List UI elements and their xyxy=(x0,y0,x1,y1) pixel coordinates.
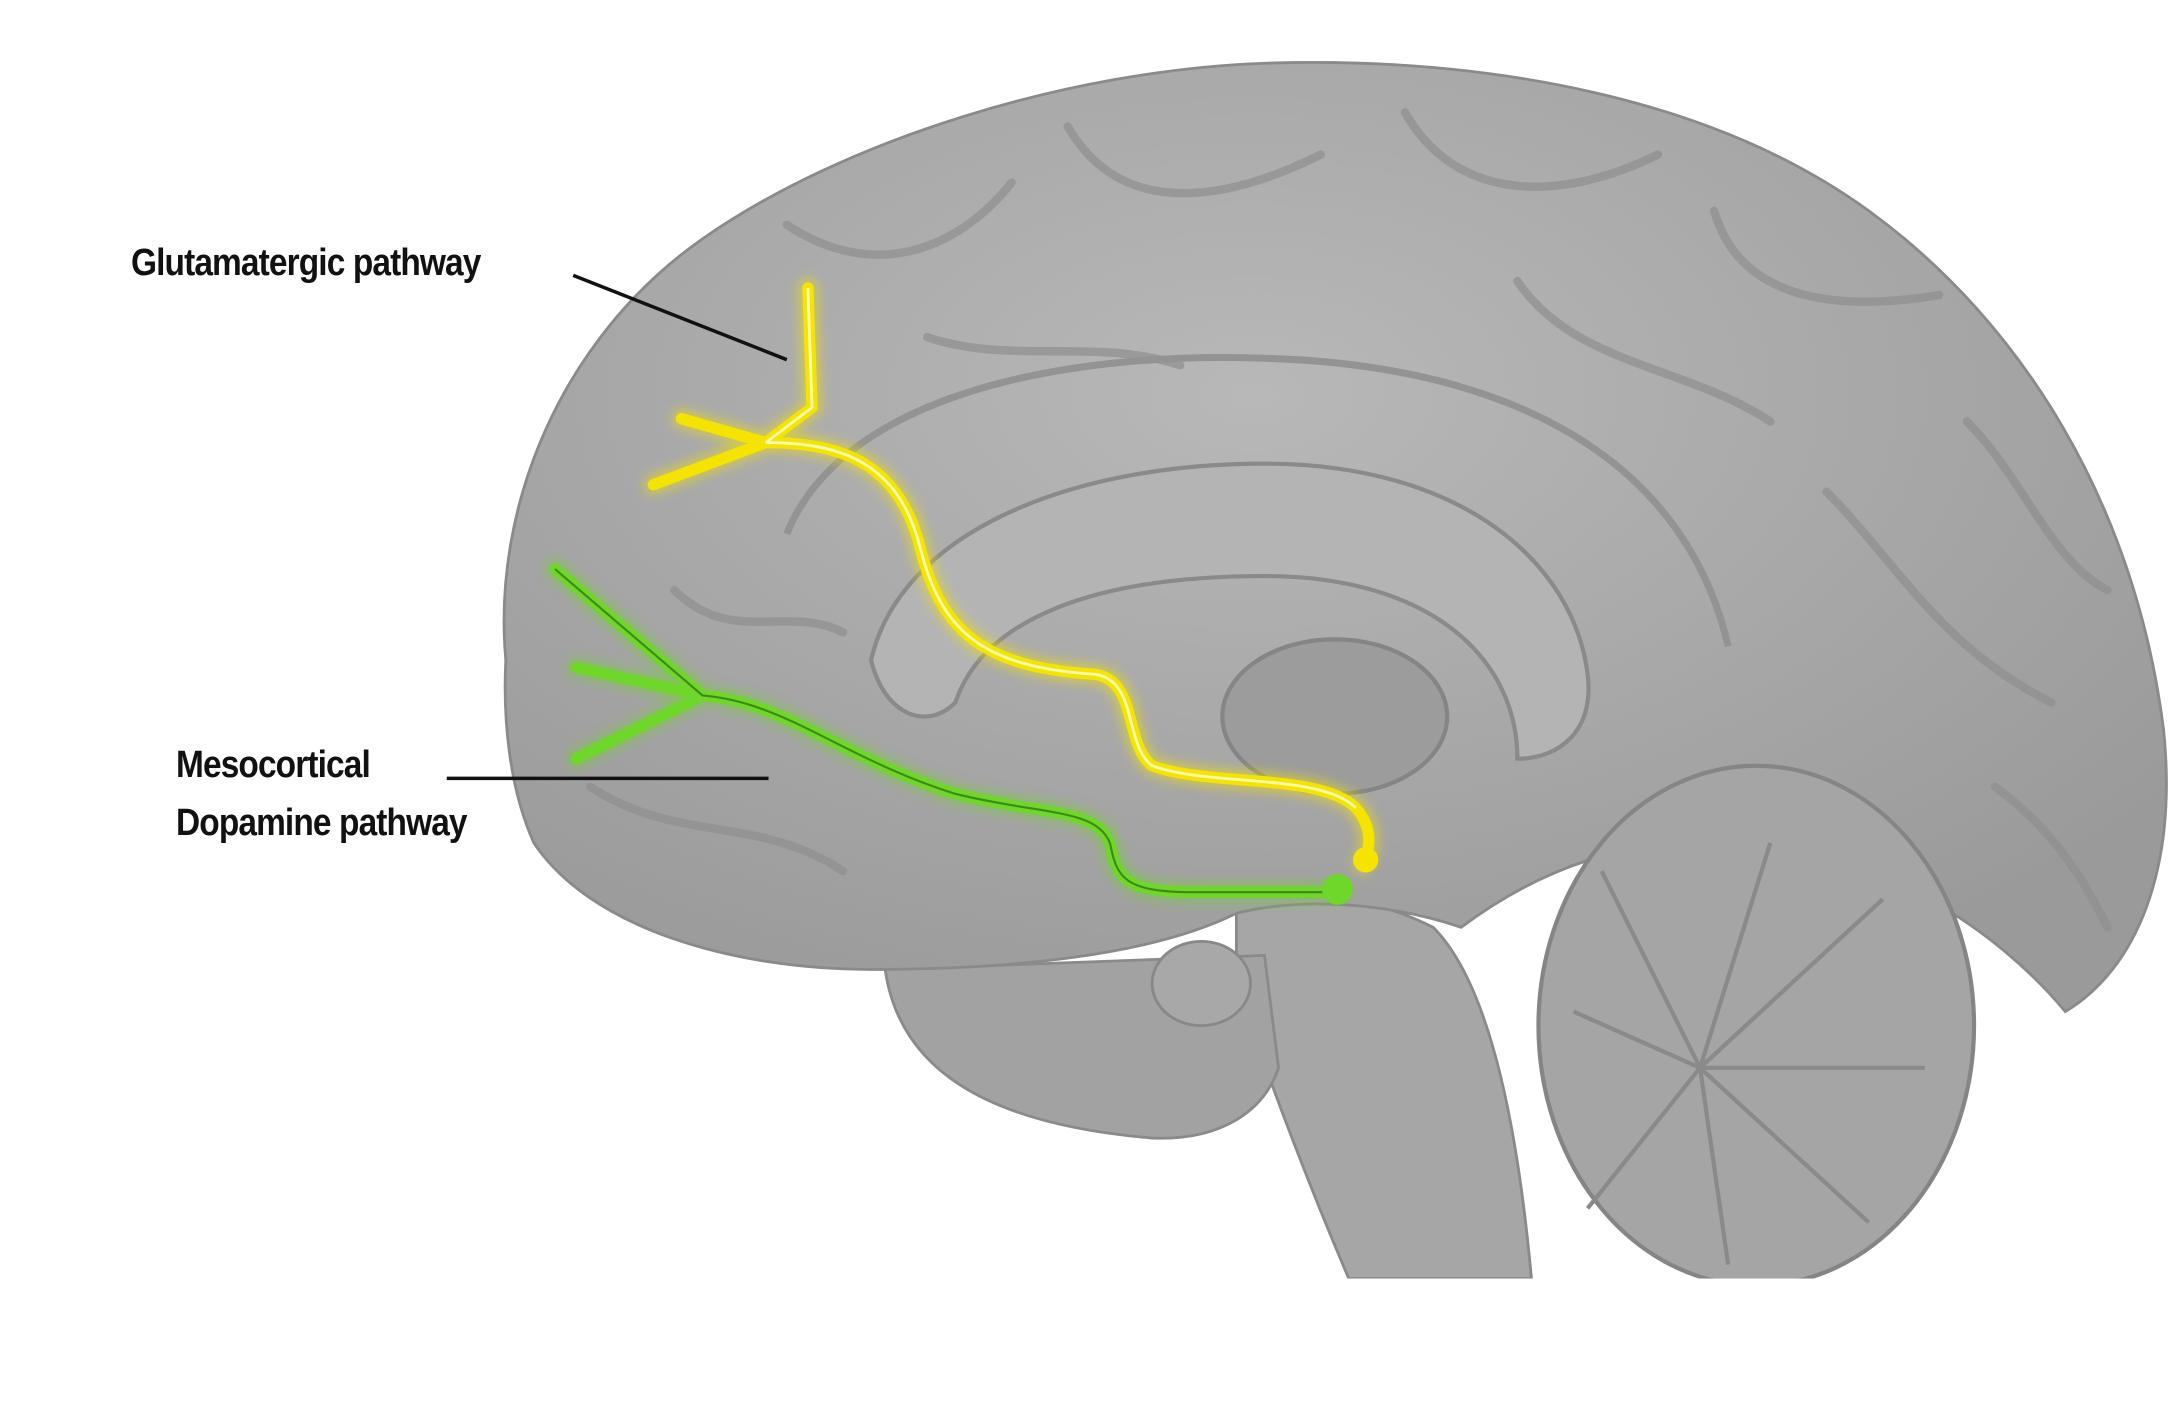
mesocortical-label-line1: Mesocortical xyxy=(176,744,371,786)
glutamatergic-pathway-label: Glutamatergic pathway xyxy=(131,242,481,284)
mesocortical-pathway xyxy=(545,559,1354,905)
mesocortical-label-line2: Dopamine pathway xyxy=(176,802,468,844)
cingulate-gyrus xyxy=(783,354,1732,648)
thalamus xyxy=(1220,637,1450,796)
arbor-vitae xyxy=(1572,842,1925,1265)
glutamatergic-leader-line xyxy=(572,273,788,362)
mammillary-body xyxy=(1150,939,1252,1028)
brainstem xyxy=(1234,892,1533,1280)
glutamatergic-pathway xyxy=(643,278,1379,874)
gyri xyxy=(585,108,2112,932)
